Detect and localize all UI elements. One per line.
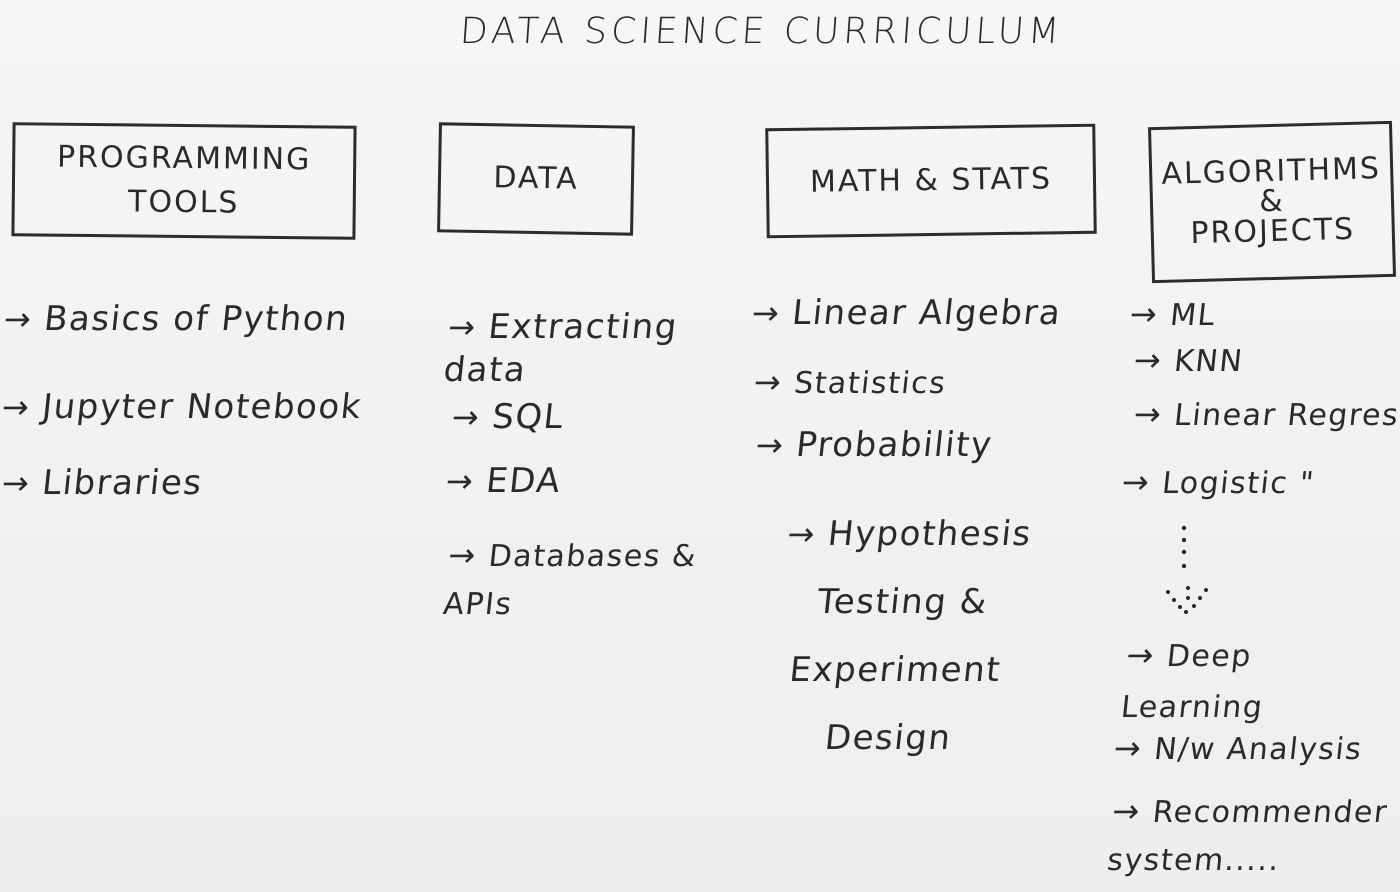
arrow-right-icon: →	[450, 398, 483, 436]
arrow-right-icon: →	[0, 388, 33, 426]
list-item-label: Libraries	[40, 463, 205, 503]
header-box-math-stats: MATH & STATS	[765, 123, 1097, 239]
header-line: DATA	[493, 160, 579, 197]
list-item: →Probability	[754, 425, 995, 465]
list-item: →Statistics	[752, 363, 949, 401]
list-item: →Linear Regression	[1132, 395, 1400, 433]
arrow-right-icon: →	[1110, 792, 1143, 830]
dotted-down-arrow-icon	[1166, 525, 1208, 614]
arrow-right-icon: →	[444, 462, 477, 500]
list-item-label: Logistic "	[1160, 466, 1317, 501]
list-item-label: Probability	[794, 425, 995, 465]
arrow-right-icon: →	[750, 294, 783, 332]
list-item: →Deep Learning	[1118, 628, 1369, 733]
arrow-right-icon: →	[752, 363, 785, 401]
arrow-right-icon: →	[1124, 636, 1158, 674]
list-item-label: Hypothesis Testing & Experiment Design	[787, 514, 1034, 758]
arrow-right-icon: →	[1112, 729, 1145, 767]
list-item: →Extracting data	[442, 306, 691, 391]
arrow-right-icon: →	[446, 536, 479, 574]
list-item-label: Statistics	[792, 366, 949, 401]
header-box-data: DATA	[437, 122, 635, 236]
header-line: PROJECTS	[1189, 211, 1356, 252]
diagram-title: DATA SCIENCE CURRICULUM	[458, 11, 1065, 52]
arrow-right-icon: →	[1132, 395, 1165, 433]
list-item-label: Recommender system.....	[1105, 795, 1390, 879]
list-item: →Hypothesis Testing & Experiment Design	[740, 500, 1059, 772]
header-box-programming-tools: PROGRAMMING TOOLS	[11, 122, 357, 240]
arrow-right-icon: →	[0, 464, 33, 502]
list-item: →KNN	[1132, 341, 1246, 379]
arrow-right-icon: →	[446, 308, 479, 346]
header-line: MATH & STATS	[809, 161, 1053, 200]
list-item-label: Basics of Python	[42, 299, 351, 339]
list-item-label: Linear Algebra	[790, 293, 1064, 333]
list-item: →Logistic "	[1120, 463, 1317, 501]
list-item: →SQL	[450, 397, 567, 437]
header-line: PROGRAMMING	[56, 139, 312, 178]
list-item: →Jupyter Notebook	[0, 387, 365, 427]
list-item: →Basics of Python	[2, 299, 351, 339]
list-item-label: Extracting data	[441, 307, 681, 390]
list-item: →EDA	[444, 461, 564, 501]
list-item: →Databases & APIs	[441, 530, 731, 629]
list-item-label: Databases & APIs	[441, 539, 699, 623]
arrow-right-icon: →	[785, 515, 818, 553]
arrow-right-icon: →	[1128, 295, 1161, 333]
header-line: TOOLS	[127, 184, 240, 221]
list-item: →ML	[1128, 295, 1218, 333]
list-item-label: KNN	[1172, 344, 1246, 379]
header-box-algorithms-projects: ALGORITHMS & PROJECTS	[1148, 120, 1396, 284]
arrow-right-icon: →	[2, 300, 35, 338]
list-item-label: Jupyter Notebook	[40, 387, 365, 427]
list-item: →Recommender system.....	[1105, 786, 1395, 885]
list-item: →Libraries	[0, 463, 205, 503]
list-item: →N/w Analysis	[1112, 729, 1365, 767]
list-item-label: N/w Analysis	[1152, 732, 1365, 767]
list-item-label: EDA	[484, 461, 564, 501]
arrow-right-icon: →	[1132, 341, 1165, 379]
arrow-right-icon: →	[1120, 463, 1153, 501]
list-item-label: SQL	[490, 397, 567, 437]
list-item-label: Linear Regression	[1172, 398, 1400, 433]
arrow-right-icon: →	[754, 426, 787, 464]
header-line: &	[1258, 183, 1286, 220]
list-item-label: ML	[1168, 298, 1218, 333]
list-item: →Linear Algebra	[750, 293, 1064, 333]
